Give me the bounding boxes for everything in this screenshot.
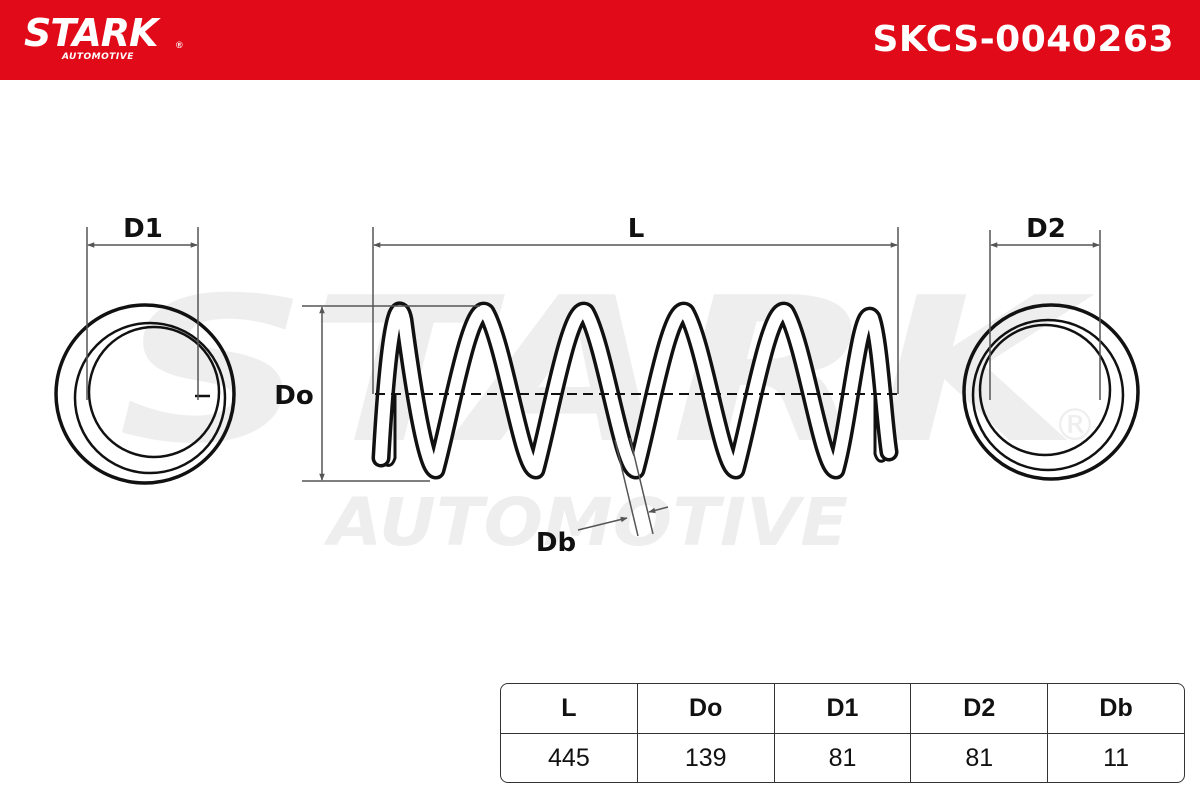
d2-label: D2 — [1026, 214, 1066, 244]
outer-diameter-label: Do — [274, 381, 313, 411]
d2-dimension — [989, 230, 1101, 400]
spec-header-l: L — [561, 694, 577, 722]
part-number: SKCS-0040263 — [872, 19, 1174, 60]
watermark-registered-mark: ® — [1053, 400, 1097, 451]
spec-value-db: 11 — [1047, 734, 1184, 782]
stark-logo: STARK ® AUTOMOTIVE — [24, 11, 183, 62]
d1-label: D1 — [123, 214, 163, 244]
logo-subtitle: AUTOMOTIVE — [62, 52, 134, 62]
length-dimension — [372, 227, 899, 394]
d1-dimension — [86, 227, 199, 400]
spec-value-l: 445 — [548, 744, 590, 772]
spec-value-d2: 81 — [910, 734, 1047, 782]
spec-table-header-row: L Do D1 D2 Db — [501, 684, 1184, 733]
outer-diameter-dimension — [302, 305, 480, 482]
wire-diameter-dimension — [577, 437, 669, 537]
header-bar: STARK ® AUTOMOTIVE SKCS-0040263 — [0, 0, 1200, 80]
logo-registered-mark: ® — [176, 40, 183, 50]
spec-header-d1: D1 — [773, 684, 911, 733]
watermark-subtitle: AUTOMOTIVE — [323, 484, 848, 561]
logo-brand: STARK — [24, 11, 158, 55]
spec-table-value-row: 445 139 81 81 11 — [501, 733, 1184, 782]
spec-header-do: Do — [636, 684, 774, 733]
spec-header-d2: D2 — [910, 684, 1047, 733]
length-label: L — [628, 214, 645, 244]
spec-table: L Do D1 D2 Db 445 139 81 81 11 — [500, 683, 1185, 783]
spec-value-do: 139 — [636, 734, 774, 782]
left-end-view — [54, 303, 236, 485]
wire-diameter-label: Db — [536, 528, 576, 558]
spec-header-db: Db — [1047, 684, 1184, 733]
spring-side-view — [371, 301, 899, 480]
right-end-view — [962, 303, 1140, 481]
spec-value-d1: 81 — [773, 734, 911, 782]
